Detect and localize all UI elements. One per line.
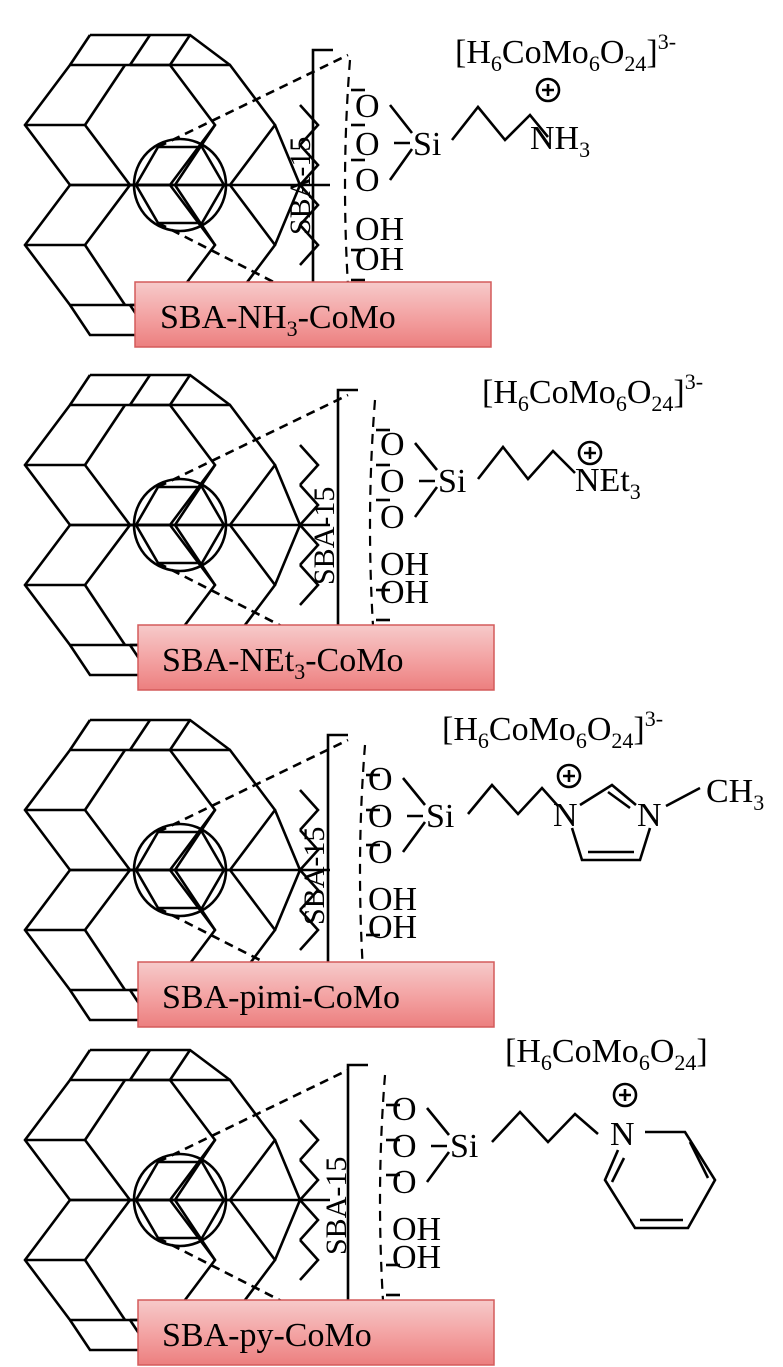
methylimidazolium-cation: N N CH3 — [553, 763, 764, 862]
oxygen-atom: O — [380, 463, 405, 500]
silicon-atom: Si — [438, 463, 466, 500]
panel-sba-py: SBA-15 O O O OH OH Si N [H6CoMo6O24] SBA… — [23, 1033, 717, 1366]
positive-charge-icon — [612, 1082, 638, 1108]
triethylammonium-cation: NEt3 — [575, 440, 641, 504]
sample-label: SBA-NH3-CoMo — [160, 299, 396, 341]
oxygen-atom: O — [380, 426, 405, 463]
oxygen-atom: O — [355, 88, 380, 125]
polyoxometalate-anion: [H6CoMo6O24]3- — [482, 369, 703, 416]
sample-label: SBA-NEt3-CoMo — [162, 642, 403, 684]
panel-sba-nh3: SBA-15 O O O OH OH Si NH3 [H6CoMo6O24]3-… — [23, 29, 676, 348]
silicon-atom: Si — [426, 798, 454, 835]
polyoxometalate-anion: [H6CoMo6O24] — [505, 1033, 708, 1075]
sample-label: SBA-py-CoMo — [162, 1317, 372, 1354]
positive-charge-icon — [577, 440, 603, 466]
hydroxyl-group: OH — [392, 1239, 441, 1276]
oxygen-atom: O — [392, 1091, 417, 1128]
support-label: SBA-15 — [284, 137, 317, 235]
pyridinium-cation: N — [603, 1082, 717, 1230]
oxygen-atom: O — [392, 1128, 417, 1165]
oxygen-atom: O — [392, 1164, 417, 1201]
panel-sba-pimi: SBA-15 O O O OH OH Si N N CH3 [H6CoMo6O2… — [23, 706, 764, 1028]
svg-text:NH3: NH3 — [530, 120, 590, 162]
svg-text:CH3: CH3 — [706, 773, 764, 815]
oxygen-atom: O — [368, 798, 393, 835]
panel-sba-net3: SBA-15 O O O OH OH Si NEt3 [H6CoMo6O24]3… — [23, 369, 703, 691]
hydroxyl-group: OH — [380, 574, 429, 611]
sample-label-box — [134, 281, 492, 348]
svg-text:NEt3: NEt3 — [575, 462, 641, 504]
silicon-atom: Si — [450, 1128, 478, 1165]
oxygen-atom: O — [355, 126, 380, 163]
hydroxyl-group: OH — [368, 909, 417, 946]
support-label: SBA-15 — [308, 487, 341, 585]
hydroxyl-group: OH — [355, 211, 404, 248]
polyoxometalate-anion: [H6CoMo6O24]3- — [442, 706, 663, 753]
hydroxyl-group: OH — [368, 881, 417, 918]
positive-charge-icon — [535, 77, 561, 103]
hydroxyl-group: OH — [380, 546, 429, 583]
hydroxyl-group: OH — [355, 241, 404, 278]
silicon-atom: Si — [413, 126, 441, 163]
polyoxometalate-anion: [H6CoMo6O24]3- — [455, 29, 676, 76]
sample-label: SBA-pimi-CoMo — [162, 979, 400, 1016]
oxygen-atom: O — [368, 761, 393, 798]
svg-text:N: N — [610, 1116, 635, 1153]
support-label: SBA-15 — [320, 1157, 353, 1255]
svg-text:N: N — [553, 797, 578, 834]
sample-label-box — [137, 961, 495, 1028]
positive-charge-icon — [556, 763, 582, 789]
oxygen-atom: O — [380, 499, 405, 536]
ammonium-cation: NH3 — [530, 77, 590, 162]
oxygen-atom: O — [355, 162, 380, 199]
oxygen-atom: O — [368, 834, 393, 871]
sample-label-box — [137, 1299, 495, 1366]
support-label: SBA-15 — [298, 827, 331, 925]
hydroxyl-group: OH — [392, 1211, 441, 1248]
sample-label-box — [137, 624, 495, 691]
